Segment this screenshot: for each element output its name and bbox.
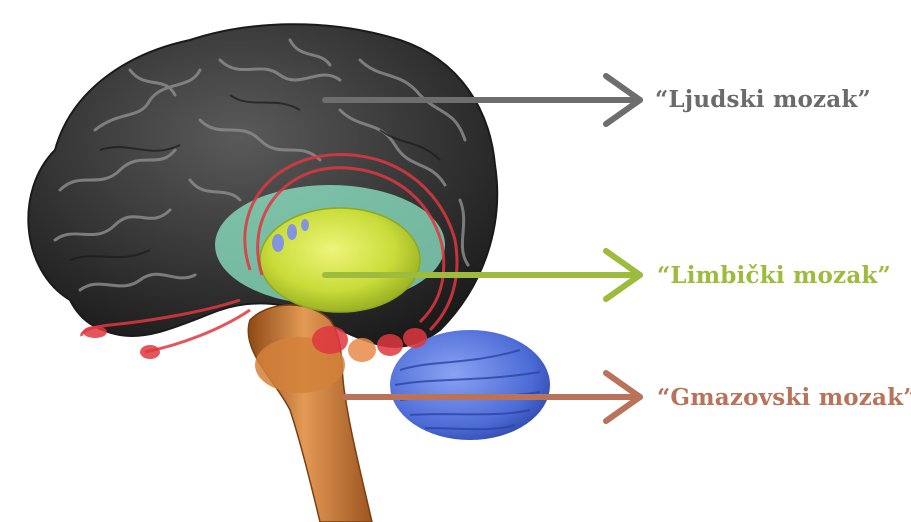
label-human-brain: “Ljudski mozak” (655, 86, 871, 113)
cortex-human-brain (28, 24, 497, 347)
thalamus (260, 208, 420, 312)
label-limbic-brain: “Limbički mozak” (657, 262, 891, 289)
label-reptilian-brain: “Gmazovski mozak” (657, 384, 911, 411)
brainstem (248, 305, 372, 522)
